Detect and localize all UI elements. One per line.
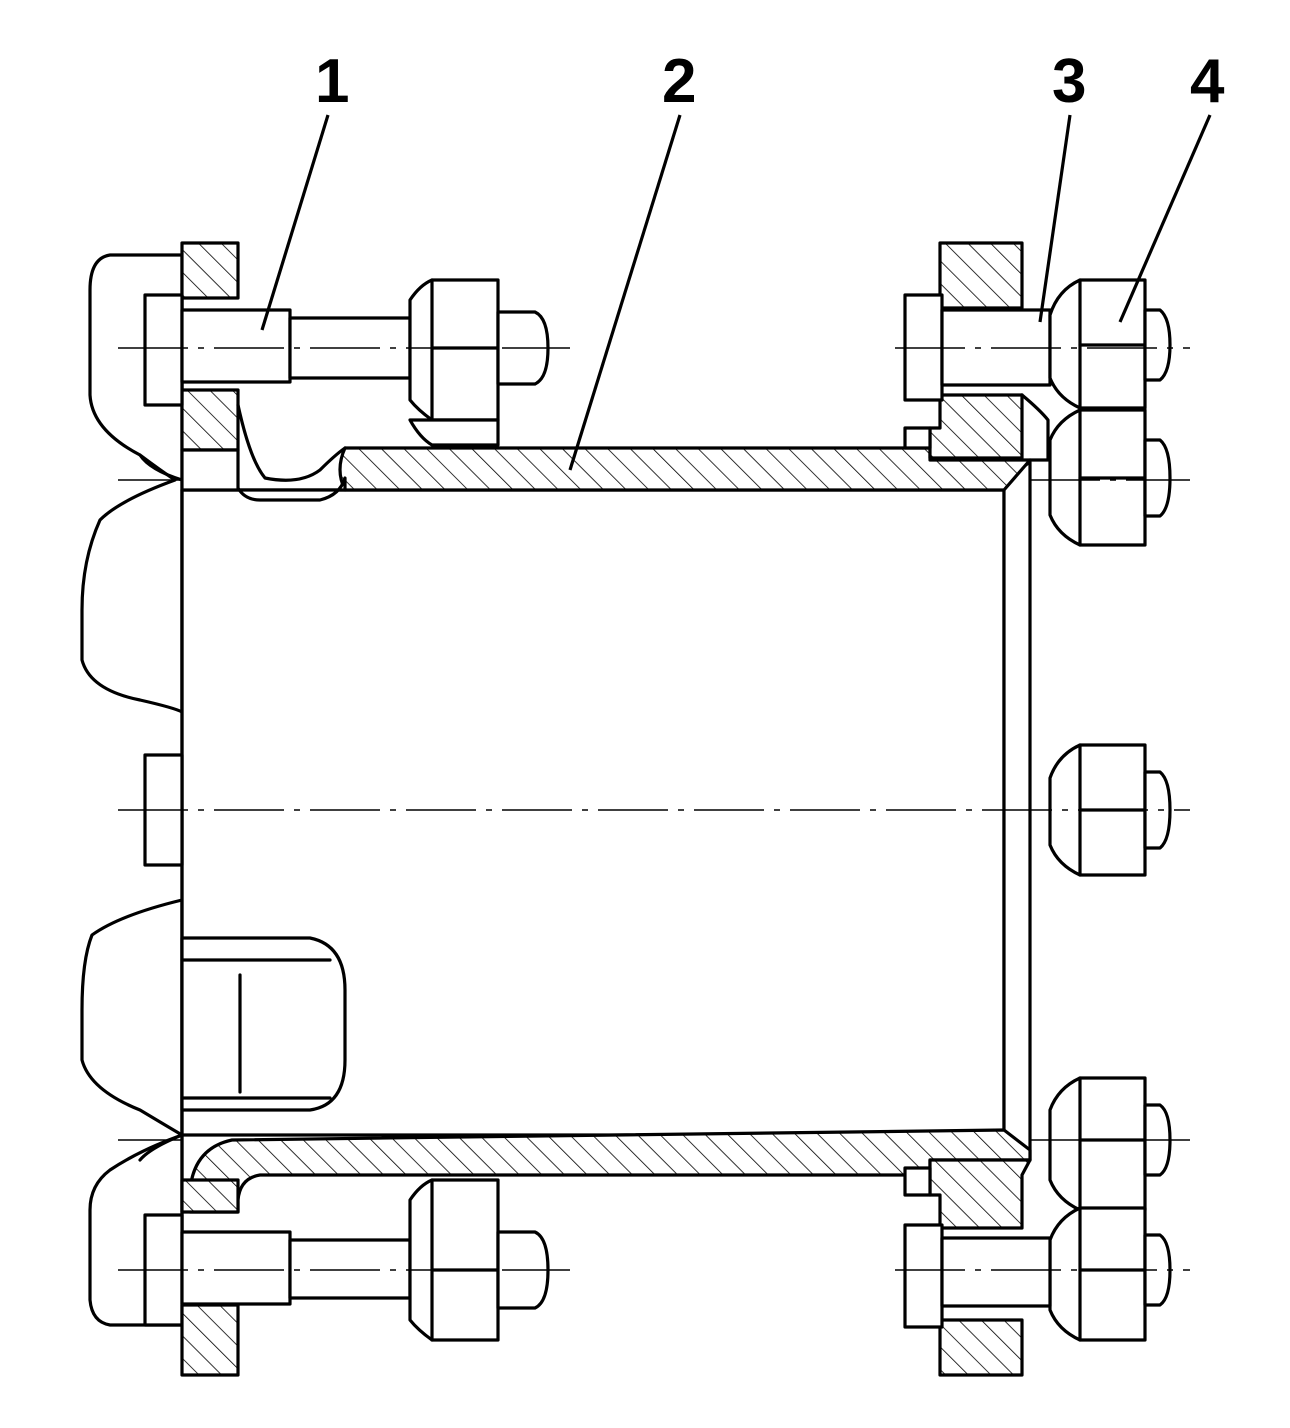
right-bottom-bolt — [903, 1223, 1052, 1329]
leader-4 — [1118, 114, 1212, 323]
right-top-nut-lower — [1048, 408, 1172, 547]
right-top-nut-upper — [1048, 278, 1172, 410]
left-top-bolt — [143, 278, 550, 447]
callout-label-1: 1 — [315, 47, 349, 116]
left-bottom-bolt — [143, 1178, 550, 1377]
leader-3 — [1038, 114, 1072, 323]
callout-label-3: 3 — [1052, 47, 1086, 116]
right-bottom-flange — [903, 1158, 1032, 1377]
main-body — [180, 460, 1032, 1327]
leader-1 — [260, 114, 330, 331]
center-lines — [118, 347, 1190, 1271]
tube-wall-top — [338, 446, 1032, 492]
callout-leaders — [260, 114, 1212, 471]
right-top-flange — [903, 241, 1050, 462]
leader-2 — [568, 114, 682, 471]
callout-label-4: 4 — [1190, 47, 1225, 116]
right-bottom-nut-lower — [1048, 1206, 1172, 1342]
left-lower-bracket — [180, 936, 347, 1112]
callout-label-2: 2 — [662, 47, 696, 116]
right-bottom-nut-upper — [1048, 1076, 1172, 1212]
